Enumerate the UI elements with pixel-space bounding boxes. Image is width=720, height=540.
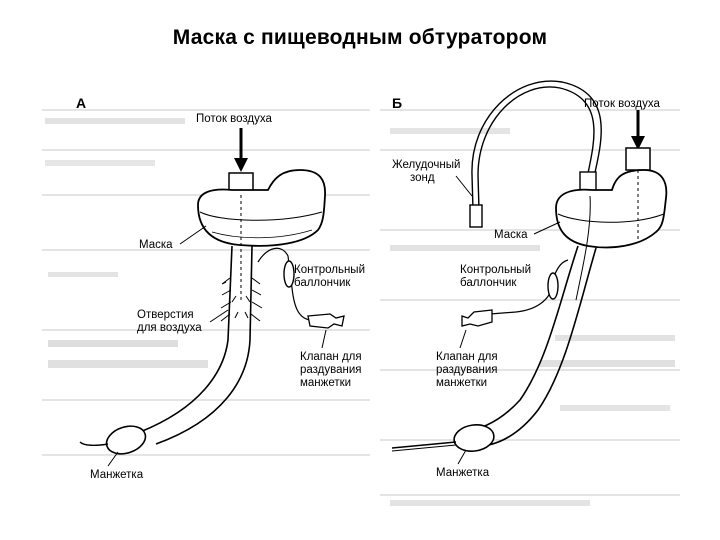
background-bleed [42, 109, 680, 506]
gastric-tube-b [477, 86, 595, 211]
pilot-balloon-label-b-line2: баллончик [460, 277, 517, 289]
gastric-tube-label-b-line1: Желудочный [392, 159, 460, 171]
mask-label-b: Маска [494, 229, 528, 241]
panel-a-letter: А [76, 95, 86, 111]
panel-b: Б Поток воздуха Желудочный зонд Маска [391, 80, 668, 479]
pilot-balloon-label-a-line1: Контрольный [294, 264, 365, 276]
airflow-arrow-a [234, 128, 248, 172]
airflow-label-b: Поток воздуха [584, 98, 661, 110]
inflation-valve-a [307, 313, 345, 329]
airflow-label-a: Поток воздуха [196, 113, 273, 125]
air-holes-label-a-line1: Отверстия [137, 309, 194, 321]
panel-a: А Поток воздуха Маска [76, 95, 365, 481]
slide-title: Маска с пищеводным обтуратором [172, 26, 548, 49]
airflow-arrow-b [631, 110, 645, 150]
obturator-tube-a [139, 245, 233, 433]
pilot-balloon-label-b-line1: Контрольный [460, 264, 531, 276]
valve-label-a-line1: Клапан для [300, 351, 362, 363]
valve-label-a-line3: манжетки [300, 377, 351, 389]
cuff-b [453, 424, 495, 452]
mask-label-a: Маска [139, 239, 173, 251]
valve-label-a-line2: раздувания [300, 364, 362, 376]
pilot-balloon-label-a-line2: баллончик [294, 277, 351, 289]
mask-connector-b [625, 147, 651, 171]
air-holes-label-a-line2: для воздуха [137, 322, 202, 334]
mask-body-a [197, 169, 326, 247]
pilot-balloon-a [283, 260, 295, 288]
valve-label-b-line3: манжетки [436, 377, 487, 389]
valve-label-b-line1: Клапан для [436, 351, 498, 363]
inflation-valve-b [461, 309, 493, 327]
valve-label-b-line2: раздувания [436, 364, 498, 376]
pilot-balloon-b [547, 272, 559, 300]
panel-b-letter: Б [392, 95, 402, 111]
cuff-a [105, 425, 147, 455]
cuff-label-b: Манжетка [436, 467, 490, 479]
mask-body-b [555, 169, 668, 249]
gastric-tube-end-b [469, 204, 483, 228]
air-holes-arrows-a [220, 277, 263, 322]
gastric-tube-label-b-line2: зонд [410, 172, 435, 184]
cuff-label-a: Манжетка [90, 469, 144, 481]
